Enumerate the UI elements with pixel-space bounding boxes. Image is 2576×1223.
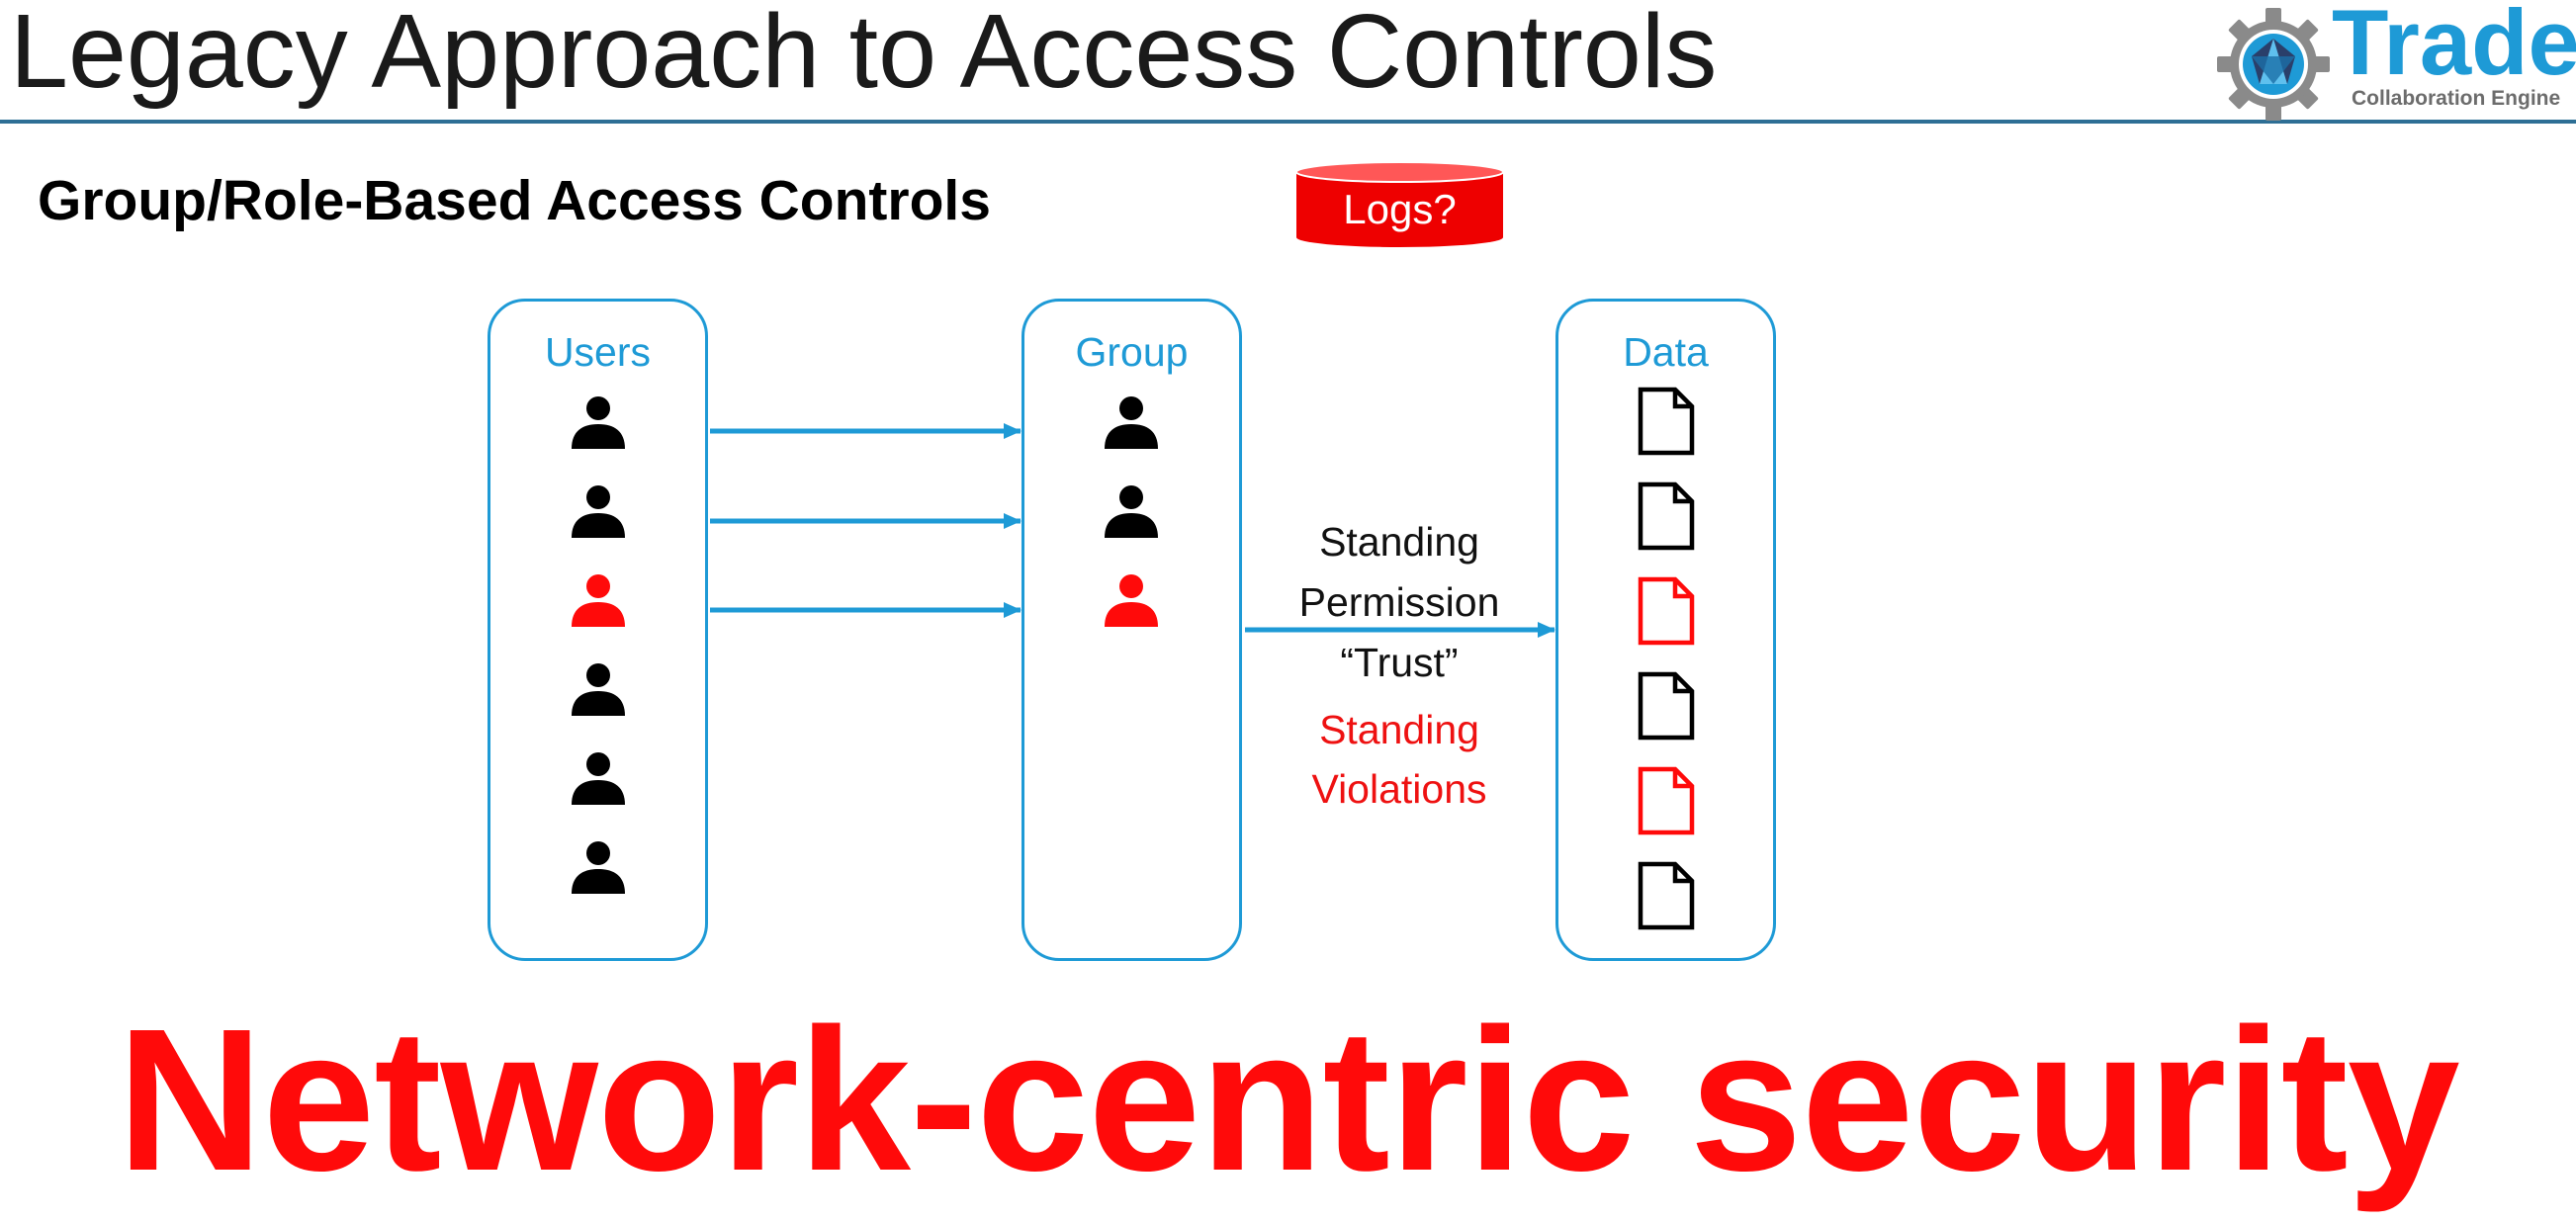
person-icon	[572, 841, 625, 894]
logs-label: Logs?	[1343, 186, 1457, 232]
logo-tagline: Collaboration Engine	[2352, 87, 2561, 110]
slide-title: Legacy Approach to Access Controls	[10, 0, 1718, 110]
document-icon	[1638, 387, 1695, 456]
standing-permission-line: Standing	[1319, 519, 1479, 565]
person-icon	[1105, 485, 1158, 538]
gear-icon	[2217, 8, 2330, 121]
person-icon	[1105, 396, 1158, 449]
data-panel-title: Data	[1623, 329, 1709, 375]
person-icon	[1105, 574, 1158, 627]
logo: Trade Collaboration Engine	[2215, 0, 2576, 121]
person-icon	[572, 663, 625, 716]
document-icon	[1638, 481, 1695, 551]
document-icon	[1638, 861, 1695, 930]
standing-violations-line: Standing	[1319, 707, 1479, 752]
section-subtitle: Group/Role-Based Access Controls	[38, 169, 991, 232]
data-panel: Data	[1555, 299, 1776, 961]
logs-database: Logs?	[1294, 160, 1505, 249]
person-icon	[572, 485, 625, 538]
standing-violations-label: Standing Violations	[1241, 700, 1557, 819]
document-icon	[1638, 576, 1695, 646]
standing-permission-label: Standing Permission “Trust”	[1241, 512, 1557, 693]
title-divider	[0, 120, 2576, 124]
standing-violations-line: Violations	[1311, 766, 1487, 812]
document-icon	[1638, 766, 1695, 835]
group-panel: Group	[1022, 299, 1242, 961]
headline: Network-centric security	[117, 987, 2460, 1213]
person-icon	[572, 574, 625, 627]
standing-permission-line: “Trust”	[1340, 640, 1459, 685]
standing-permission-line: Permission	[1298, 579, 1500, 625]
person-icon	[572, 396, 625, 449]
users-panel: Users	[488, 299, 708, 961]
person-icon	[572, 752, 625, 805]
database-icon	[1295, 161, 1504, 247]
group-panel-title: Group	[1075, 329, 1189, 375]
logo-wordmark: Trade	[2332, 0, 2576, 94]
users-panel-title: Users	[544, 329, 652, 375]
document-icon	[1638, 671, 1695, 741]
